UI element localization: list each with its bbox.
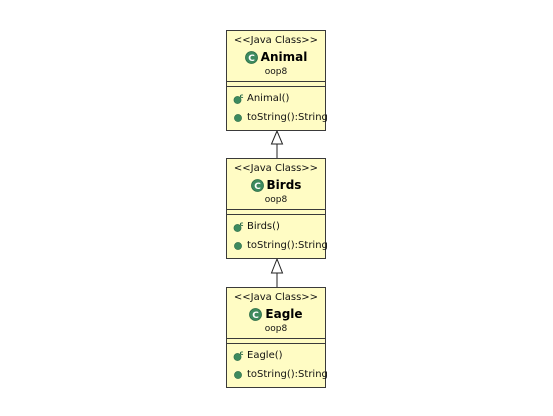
svg-text:C: C	[254, 181, 261, 191]
class-name: Birds	[266, 178, 302, 192]
methods-compartment: c Birds() toString():String	[227, 215, 328, 258]
svg-text:C: C	[248, 53, 255, 63]
class-name-row: C Eagle	[227, 306, 325, 322]
public-method-icon	[234, 113, 242, 122]
stereotype-label: <<Java Class>>	[233, 163, 319, 174]
methods-compartment: c Animal() toString():String	[227, 87, 328, 130]
method-row-constructor[interactable]: c Eagle()	[227, 346, 325, 365]
package-label: oop8	[264, 195, 288, 205]
svg-text:c: c	[240, 221, 244, 228]
stereotype-label: <<Java Class>>	[233, 35, 319, 46]
package-label: oop8	[264, 67, 288, 77]
attributes-compartment	[227, 81, 325, 87]
generalization-birds-to-animal[interactable]	[270, 129, 284, 158]
method-label: Eagle()	[247, 349, 283, 361]
java-class-icon: C	[244, 50, 258, 64]
method-label: toString():String	[247, 239, 328, 251]
method-label: toString():String	[247, 368, 328, 380]
method-row[interactable]: toString():String	[227, 365, 328, 384]
method-label: toString():String	[247, 111, 328, 123]
class-box-birds[interactable]: <<Java Class>> C Birds oop8 c Birds() to…	[226, 158, 328, 259]
method-label: Animal()	[247, 92, 290, 104]
svg-text:c: c	[240, 93, 244, 100]
public-method-icon	[234, 370, 242, 379]
methods-compartment: c Eagle() toString():String	[227, 344, 328, 387]
class-header: <<Java Class>> C Eagle oop8	[227, 288, 325, 338]
class-header: <<Java Class>> C Birds oop8	[227, 159, 325, 209]
method-row[interactable]: toString():String	[227, 108, 328, 127]
class-name: Eagle	[265, 307, 303, 321]
package-label: oop8	[264, 324, 288, 334]
method-row[interactable]: toString():String	[227, 236, 328, 255]
svg-text:C: C	[253, 310, 260, 320]
class-name: Animal	[260, 50, 308, 64]
class-box-eagle[interactable]: <<Java Class>> C Eagle oop8 c Eagle() to…	[226, 287, 328, 388]
generalization-eagle-to-birds[interactable]	[270, 257, 284, 287]
constructor-icon: c	[233, 93, 244, 104]
attributes-compartment	[227, 338, 325, 344]
class-name-row: C Birds	[227, 177, 325, 193]
constructor-icon: c	[233, 221, 244, 232]
class-name-row: C Animal	[227, 49, 325, 65]
method-row-constructor[interactable]: c Birds()	[227, 217, 325, 236]
svg-text:c: c	[240, 350, 244, 357]
java-class-icon: C	[249, 307, 263, 321]
java-class-icon: C	[250, 178, 264, 192]
class-box-animal[interactable]: <<Java Class>> C Animal oop8 c Animal() …	[226, 30, 328, 131]
class-header: <<Java Class>> C Animal oop8	[227, 31, 325, 81]
method-row-constructor[interactable]: c Animal()	[227, 89, 325, 108]
constructor-icon: c	[233, 350, 244, 361]
public-method-icon	[234, 241, 242, 250]
stereotype-label: <<Java Class>>	[233, 292, 319, 303]
method-label: Birds()	[247, 220, 280, 232]
attributes-compartment	[227, 209, 325, 215]
